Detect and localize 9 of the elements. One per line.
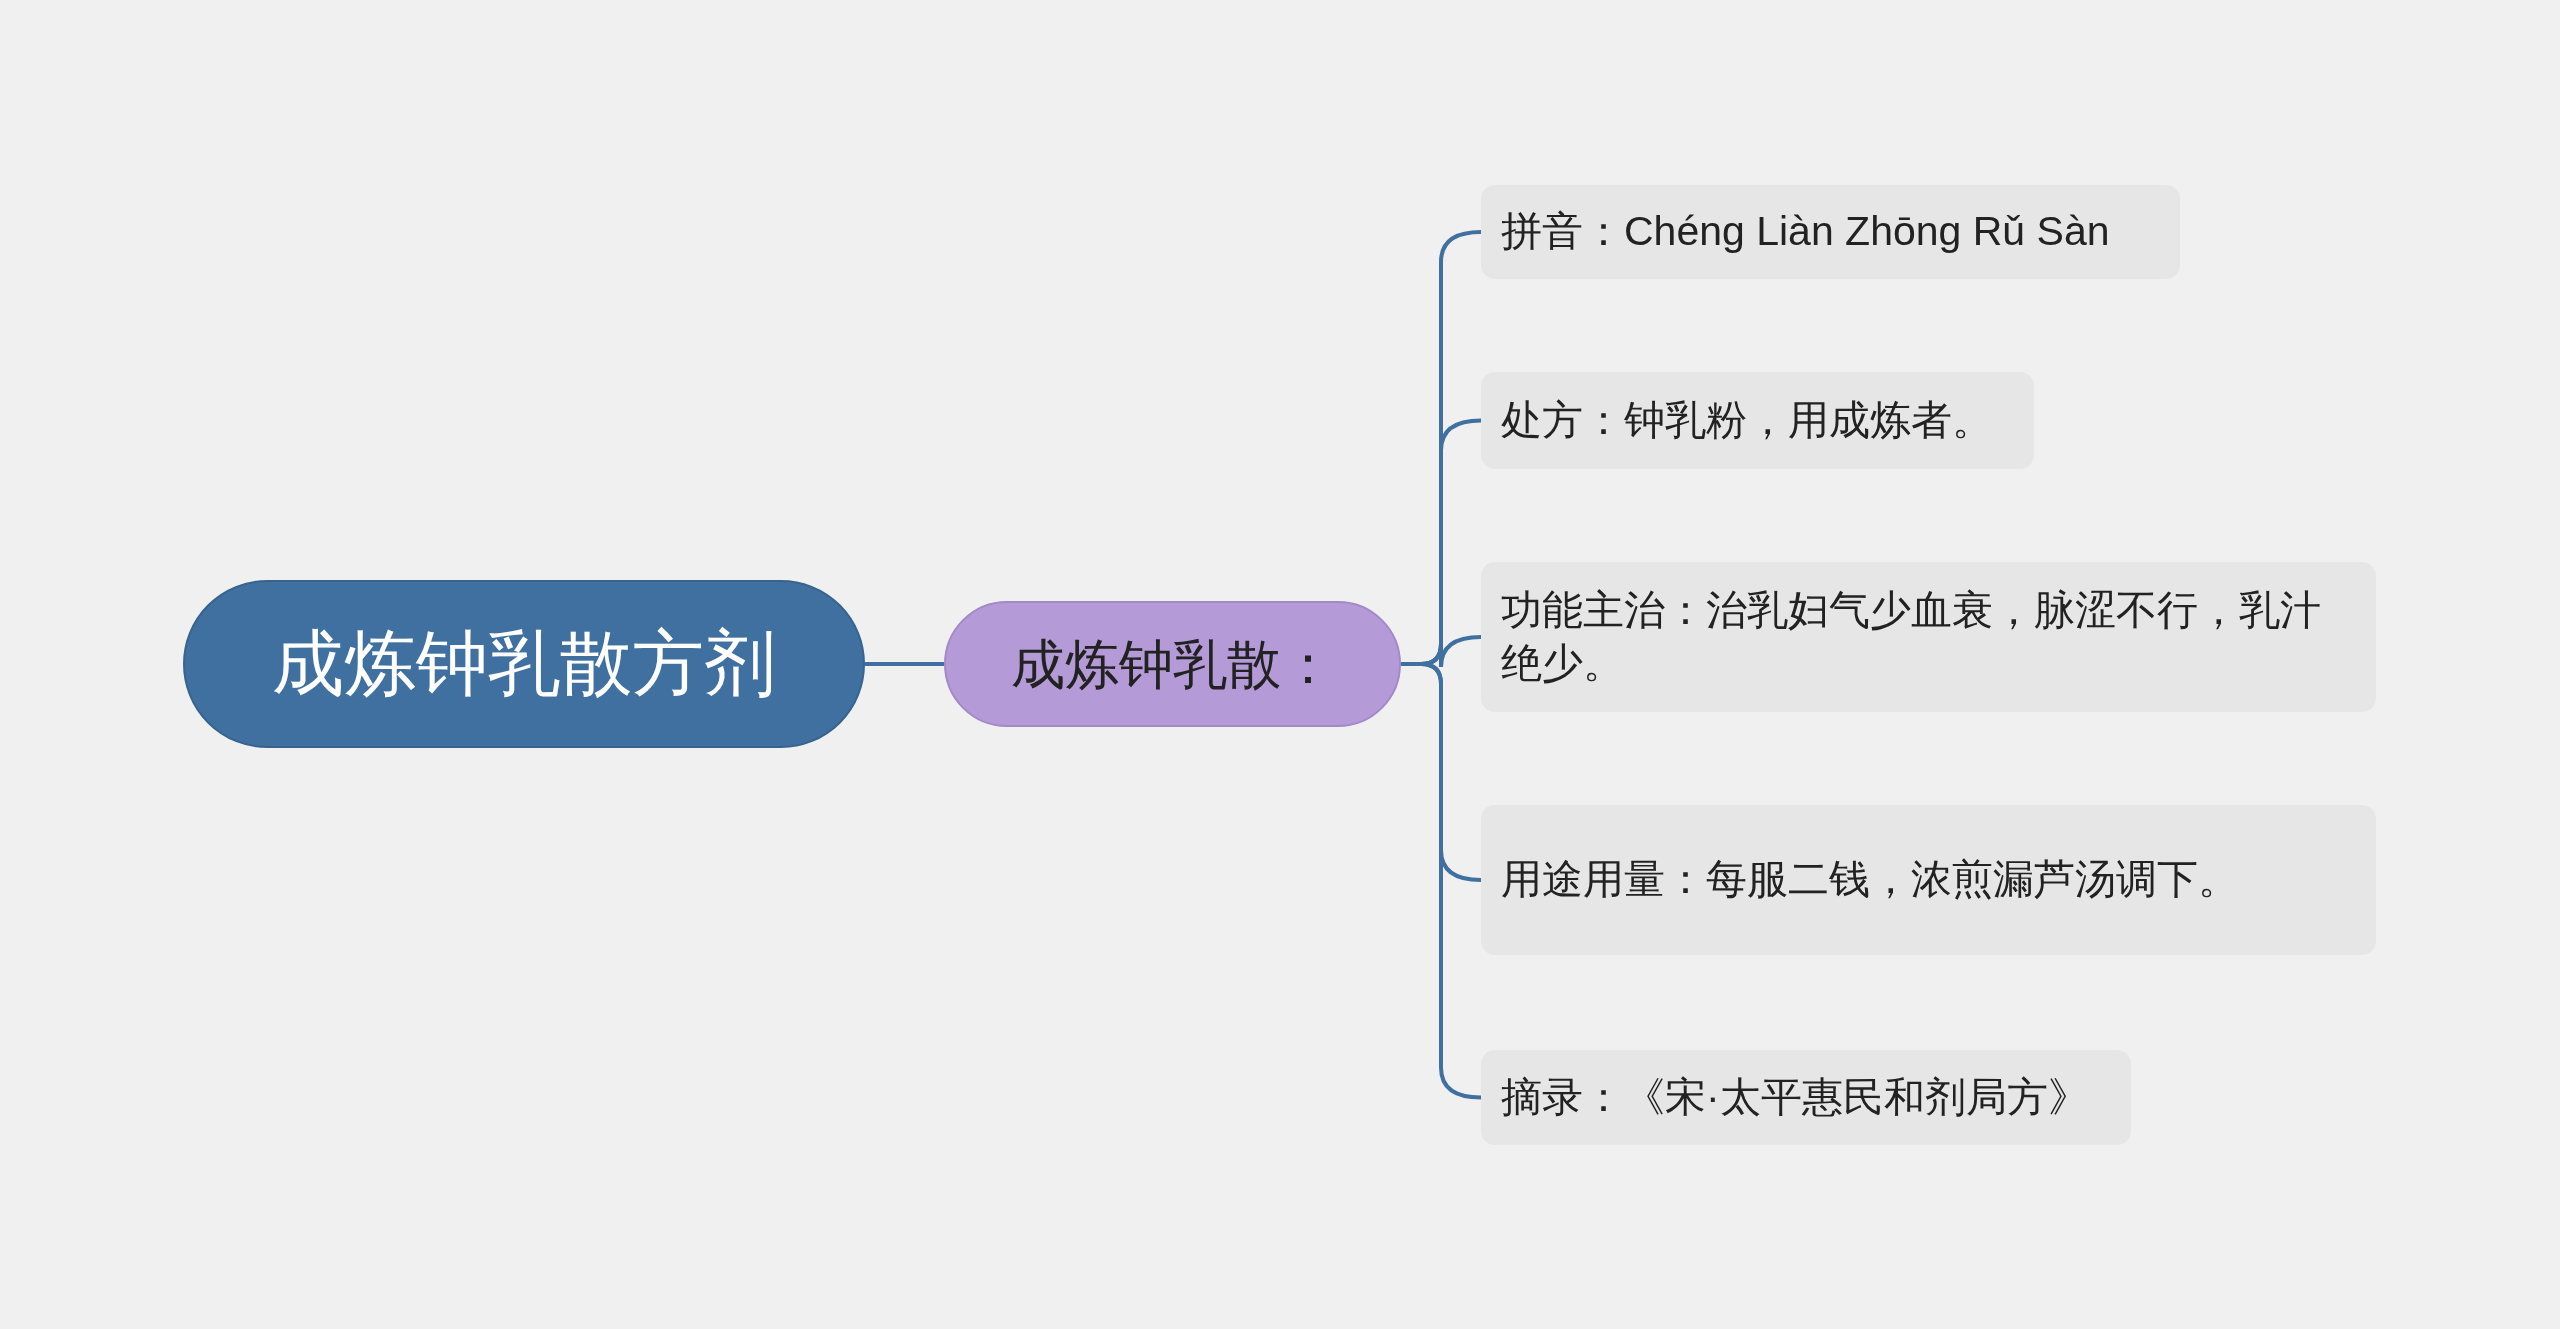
main-topic: 成炼钟乳散：	[944, 601, 1401, 727]
connector-line	[1401, 662, 1482, 1100]
subtopic-box: 功能主治：治乳妇气少血衰，脉涩不行，乳汁绝少。	[1481, 562, 2376, 712]
subtopic-box: 拼音：Chéng Liàn Zhōng Rǔ Sàn	[1481, 185, 2180, 279]
connector-line	[865, 662, 944, 666]
subtopic-box: 摘录：《宋·太平惠民和剂局方》	[1481, 1050, 2131, 1145]
subtopic-box: 用途用量：每服二钱，浓煎漏芦汤调下。	[1481, 805, 2376, 955]
subtopic-box: 处方：钟乳粉，用成炼者。	[1481, 372, 2034, 469]
central-topic: 成炼钟乳散方剂	[183, 580, 865, 748]
